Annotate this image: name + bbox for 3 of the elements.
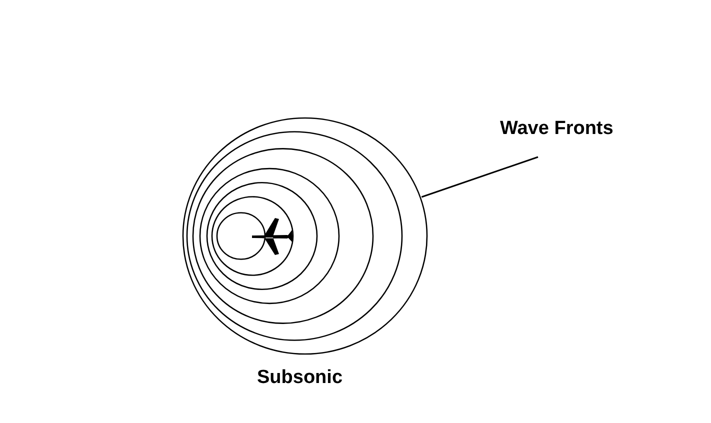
leader-line xyxy=(421,156,538,198)
callout-label: Wave Fronts xyxy=(500,118,614,140)
caption-label: Subsonic xyxy=(257,367,343,389)
